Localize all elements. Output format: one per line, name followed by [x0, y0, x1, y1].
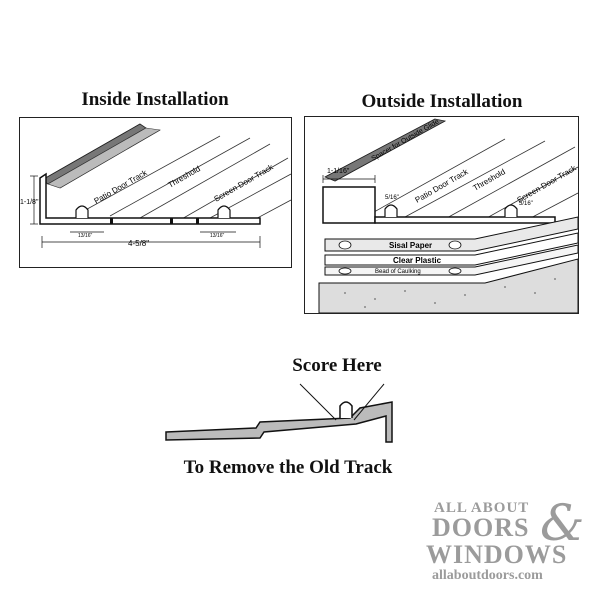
- all-about-doors-windows-logo: ALL ABOUT DOORS & WINDOWS allaboutdoors.…: [420, 492, 590, 592]
- subfloor-layer: [318, 258, 578, 313]
- logo-url: allaboutdoors.com: [432, 568, 543, 583]
- score-here-label: Score Here: [292, 355, 382, 376]
- outside-installation-diagram: 1-1/16" 5/16" 5/16" Spacer for Outside G…: [304, 116, 579, 314]
- old-track-removal-drawing: [165, 383, 393, 443]
- outside-screen-track-label: Screen Door Track: [516, 163, 579, 205]
- outside-installation-title: Outside Installation: [361, 91, 523, 112]
- outside-spacer-rail: [324, 118, 447, 182]
- logo-ampersand: &: [540, 494, 585, 552]
- clear-plastic-label: Clear Plastic: [393, 256, 442, 265]
- outside-spacer-label: Spacer for Outside Glide: [371, 118, 441, 162]
- outside-track-drawing: 1-1/16" 5/16" 5/16" Spacer for Outside G…: [318, 118, 579, 313]
- inside-installation-title: Inside Installation: [81, 89, 229, 110]
- inside-width-label: 4-5/8": [128, 239, 149, 248]
- inside-dim-b-label: 13/16": [210, 233, 225, 239]
- score-pointer-left: [299, 383, 337, 421]
- logo-line-2: DOORS: [432, 513, 530, 542]
- outside-patio-bump: [384, 204, 398, 217]
- inside-dim-a-label: 13/16": [78, 233, 93, 239]
- outside-dim-a-label: 5/16": [385, 195, 399, 201]
- inside-leg-1: [110, 218, 113, 224]
- sisal-paper-label: Sisal Paper: [389, 241, 432, 250]
- outside-track-profile: [374, 216, 556, 224]
- logo-line-3: WINDOWS: [426, 540, 568, 569]
- inside-rail-face: [47, 127, 161, 189]
- old-track-profile: [165, 401, 393, 443]
- inside-dimension-lines: [30, 175, 261, 248]
- caulking-layer: [324, 244, 578, 276]
- logo-line-1: ALL ABOUT: [434, 500, 530, 516]
- outside-dim-b-label: 5/16": [519, 201, 533, 207]
- inside-leg-3: [196, 218, 199, 224]
- inside-profile: [39, 172, 261, 225]
- subfloor-texture: [344, 278, 556, 308]
- inside-screen-track-label: Screen Door Track: [213, 162, 276, 204]
- clear-plastic-layer: [324, 232, 578, 266]
- old-track-bump: [339, 401, 353, 418]
- caulking-label: Bead of Caulking: [375, 269, 421, 275]
- inside-installation-diagram: 1-1/8" 4-5/8" 13/16" 13/16" Patio Door T…: [19, 117, 292, 268]
- inside-height-label: 1-1/8": [20, 199, 39, 206]
- inside-screen-bump: [217, 205, 231, 218]
- inside-patio-track-label: Patio Door Track: [93, 168, 150, 206]
- outside-dim-top-label: 1-1/16": [327, 168, 350, 175]
- outside-spacer-profile: [322, 186, 376, 224]
- sisal-paper-layer: [324, 216, 578, 252]
- inside-leg-2: [170, 218, 173, 224]
- remove-old-track-label: To Remove the Old Track: [183, 457, 393, 478]
- inside-track-drawing: 1-1/8" 4-5/8" 13/16" 13/16" Patio Door T…: [20, 123, 291, 248]
- caulking-beads: [338, 240, 462, 275]
- outside-dimension-lines: [322, 175, 376, 183]
- score-pointer-right: [353, 383, 385, 421]
- outside-screen-bump: [504, 204, 518, 217]
- inside-patio-bump: [75, 205, 89, 218]
